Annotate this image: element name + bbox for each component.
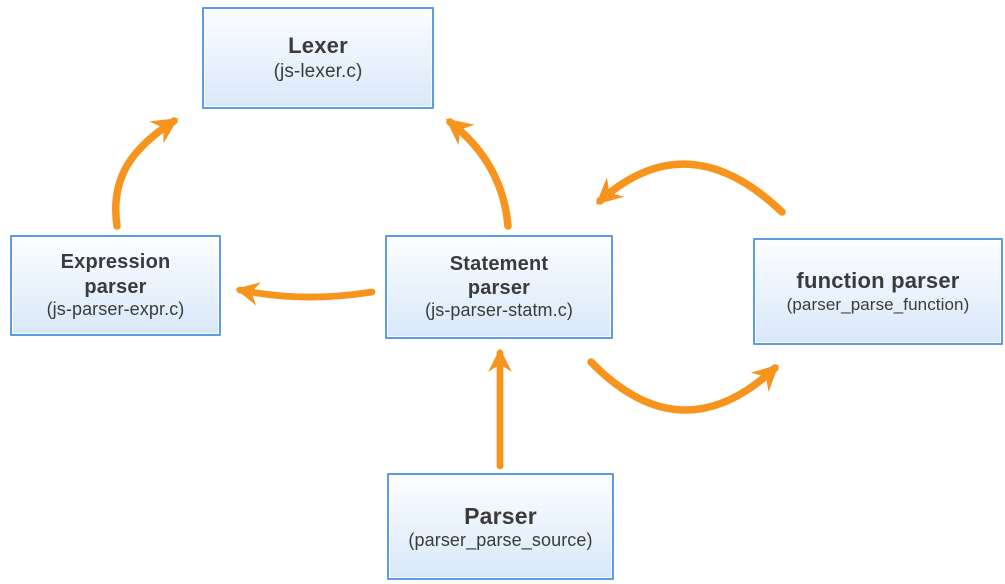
node-lexer: Lexer (js-lexer.c)	[202, 7, 434, 109]
node-expression-parser-subtitle: (js-parser-expr.c)	[46, 298, 185, 319]
edge-expression-parser-to-lexer-arrow	[112, 117, 179, 230]
node-function-parser: function parser (parser_parse_function)	[753, 238, 1003, 345]
node-function-parser-title: function parser	[796, 267, 960, 293]
node-expression-parser: Expression parser (js-parser-expr.c)	[10, 235, 221, 336]
node-function-parser-subtitle: (parser_parse_function)	[786, 294, 970, 314]
edge-statement-parser-to-function-parser-arrow	[587, 358, 779, 414]
edge-function-parser-to-statement-parser-arrow	[596, 160, 786, 216]
edge-statement-parser-to-lexer-arrow	[445, 118, 512, 230]
node-lexer-subtitle: (js-lexer.c)	[273, 60, 363, 82]
node-statement-parser-subtitle: (js-parser-statm.c)	[425, 300, 573, 321]
node-parser-subtitle: (parser_parse_source)	[408, 529, 593, 550]
node-statement-parser-title: Statement parser	[449, 252, 549, 300]
node-expression-parser-title: Expression parser	[60, 251, 171, 298]
edge-statement-parser-to-expression-parser-arrow	[235, 282, 376, 306]
node-lexer-title: Lexer	[288, 33, 348, 58]
node-statement-parser: Statement parser (js-parser-statm.c)	[385, 235, 613, 339]
node-parser-title: Parser	[464, 502, 537, 529]
node-parser: Parser (parser_parse_source)	[387, 473, 614, 580]
